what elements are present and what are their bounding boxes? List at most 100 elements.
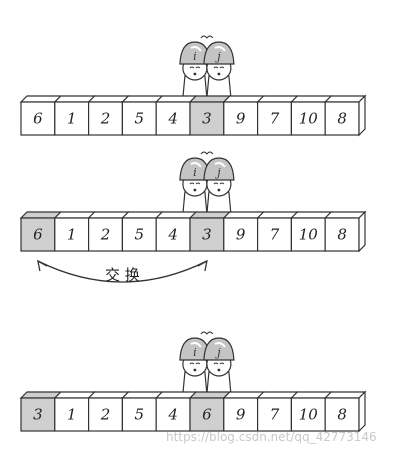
pointer-label-j: j [214, 346, 221, 359]
swap-arrowhead-left [36, 259, 48, 272]
array-cell [121, 217, 157, 252]
array-cell-value: 4 [167, 110, 178, 128]
mouth [217, 188, 221, 192]
helmet-shine [214, 162, 226, 168]
array-cell [189, 217, 225, 252]
array-cell-value: 7 [270, 226, 280, 244]
helmet-j [203, 157, 235, 181]
pointer-label-j: j [214, 50, 221, 63]
hair-tuft [200, 151, 214, 155]
array-cell-top [154, 95, 198, 103]
array-cell [87, 217, 123, 252]
array-cell-value: 9 [236, 406, 246, 424]
swap-arrowhead-right [197, 259, 208, 272]
array-cell-value: 3 [202, 110, 212, 128]
array-cell-value: 2 [100, 110, 111, 128]
array-cell [121, 101, 157, 136]
array-cell-top [19, 391, 63, 399]
mouth [193, 188, 197, 192]
closed-eyes [213, 66, 225, 69]
hair-tuft [200, 331, 214, 335]
swap-arrow [37, 260, 208, 283]
array-cell-value: 8 [337, 226, 347, 244]
pointer-label-i: i [193, 50, 197, 63]
array-cell-value: 1 [67, 406, 77, 424]
array-cell-top [256, 95, 299, 103]
array-cell-value: 8 [337, 406, 347, 424]
array-cell-value: 7 [270, 406, 280, 424]
array-cell-top [188, 95, 232, 103]
array-cell [324, 397, 360, 432]
mouth [217, 72, 221, 76]
mouth [193, 368, 197, 372]
helmet-shine [190, 342, 202, 348]
array-cell [189, 397, 225, 432]
array-cell-top [222, 211, 266, 219]
array-cell [223, 101, 259, 136]
array-cell [20, 101, 56, 136]
array-cell-top [87, 95, 130, 103]
array-cell-top [323, 211, 367, 219]
array-cell-top [87, 391, 130, 399]
hair-tuft [200, 35, 214, 39]
array-cell-top [87, 211, 130, 219]
array-cell-top [120, 391, 164, 399]
watermark: https://blog.csdn.net/qq_42773146 [166, 430, 377, 444]
closed-eyes [189, 182, 201, 185]
array-cell-value: 3 [33, 406, 43, 424]
pointer-label-i: i [193, 166, 197, 179]
array-cell-value: 6 [33, 110, 43, 128]
helmet-shine [190, 162, 202, 168]
closed-eyes [189, 362, 201, 365]
array-cell [54, 217, 90, 252]
array-cell-value: 2 [100, 406, 111, 424]
helmet-shine [214, 46, 226, 52]
array-cell-value: 9 [236, 110, 246, 128]
array-cell-top [188, 211, 232, 219]
array-cell-value: 6 [33, 226, 43, 244]
array-cell-top [323, 95, 367, 103]
array-cell-top [19, 211, 63, 219]
array-cell-value: 5 [135, 110, 145, 128]
array-cell-top [53, 211, 97, 219]
helmet-j [203, 41, 235, 65]
helmet-j [203, 337, 235, 361]
closed-eyes [189, 66, 201, 69]
helmet-shine [214, 342, 226, 348]
array-cell-value: 5 [135, 406, 145, 424]
swap-label: 交 换 [105, 266, 140, 284]
array-cell-top [120, 95, 164, 103]
pointer-label-i: i [193, 346, 197, 359]
array-cell [189, 101, 225, 136]
array-cell-value: 4 [167, 226, 178, 244]
array-cell [87, 101, 123, 136]
array-cell-value: 1 [67, 110, 77, 128]
array-row-side [358, 210, 366, 253]
array-cell-value: 9 [236, 226, 246, 244]
array-cell-top [256, 211, 299, 219]
array-cell-top [289, 391, 333, 399]
array-row-side [358, 390, 366, 433]
array-cell-top [154, 391, 198, 399]
pointer-label-j: j [214, 166, 221, 179]
array-cell-value: 10 [299, 406, 319, 424]
array-cell-top [19, 95, 63, 103]
array-cell-value: 3 [202, 226, 212, 244]
array-cell-value: 2 [100, 226, 111, 244]
array-cell-value: 5 [135, 226, 145, 244]
helmet-shine [190, 46, 202, 52]
array-cell-top [120, 211, 164, 219]
mouth [217, 368, 221, 372]
mouth [193, 72, 197, 76]
array-cell-top [53, 95, 97, 103]
array-cell-top [289, 95, 333, 103]
array-cell [223, 397, 259, 432]
array-cell-top [323, 391, 367, 399]
